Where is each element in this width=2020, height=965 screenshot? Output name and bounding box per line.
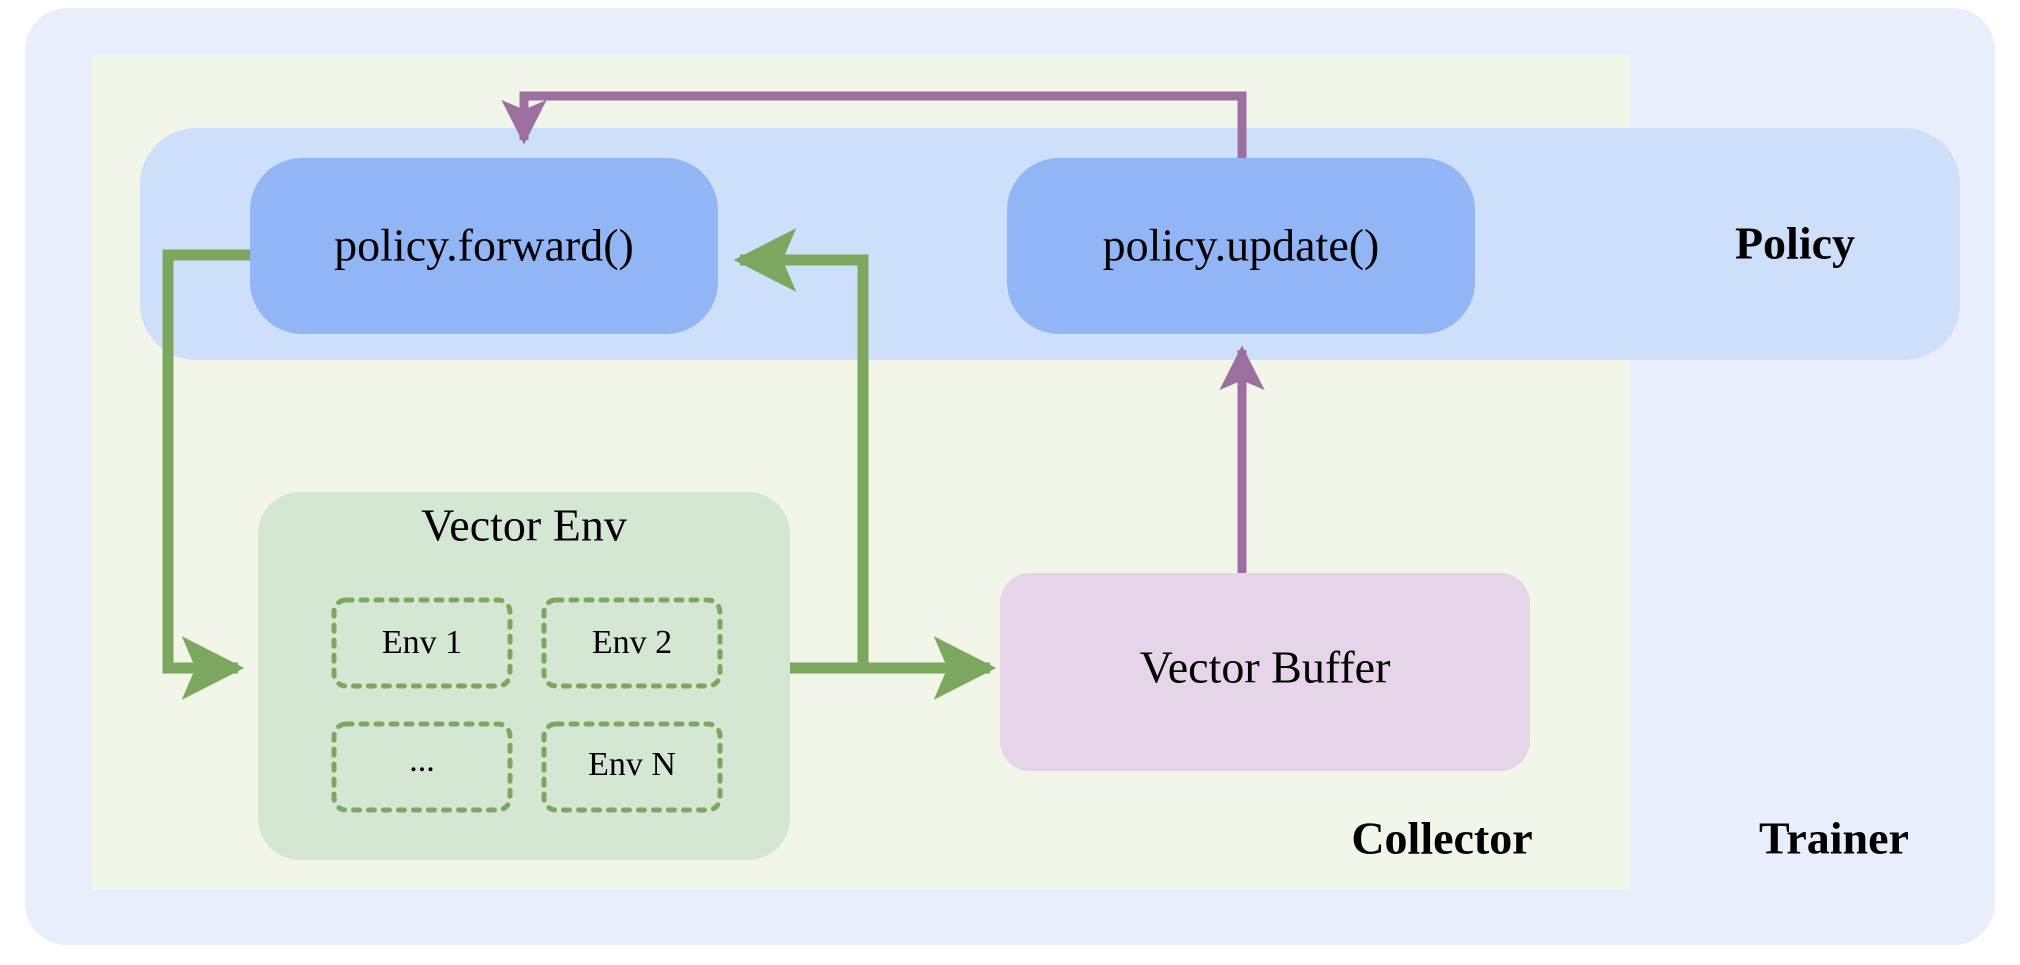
trainer-group-label: Trainer — [1759, 813, 1909, 864]
edge-env-to-forward — [733, 228, 869, 668]
collector-group-label: Collector — [1351, 813, 1532, 864]
vector-env-label: Vector Env — [421, 500, 627, 551]
env-cell-1-label: Env 1 — [382, 624, 462, 661]
env-cell-4-label: Env N — [588, 746, 676, 783]
policy-update-label: policy.update() — [1103, 220, 1380, 271]
policy-forward-label: policy.forward() — [334, 220, 634, 271]
edge-update-to-forward — [501, 91, 1247, 158]
env-cell-1-outline — [331, 597, 513, 689]
policy-update-node[interactable] — [1007, 158, 1475, 334]
env-cell-3-label: ... — [409, 742, 435, 779]
policy-group-label: Policy — [1735, 218, 1855, 269]
env-cell-2-outline — [541, 597, 723, 689]
env-cell-4-outline — [541, 721, 723, 813]
vector-buffer-label: Vector Buffer — [1140, 642, 1391, 693]
vector-buffer-node[interactable] — [1000, 573, 1530, 771]
edge-forward-to-env — [162, 249, 250, 700]
policy-forward-node[interactable] — [250, 158, 718, 334]
env-cell-2-label: Env 2 — [592, 624, 672, 661]
env-cell-3-outline — [331, 721, 513, 813]
vector-env-container — [258, 492, 790, 860]
